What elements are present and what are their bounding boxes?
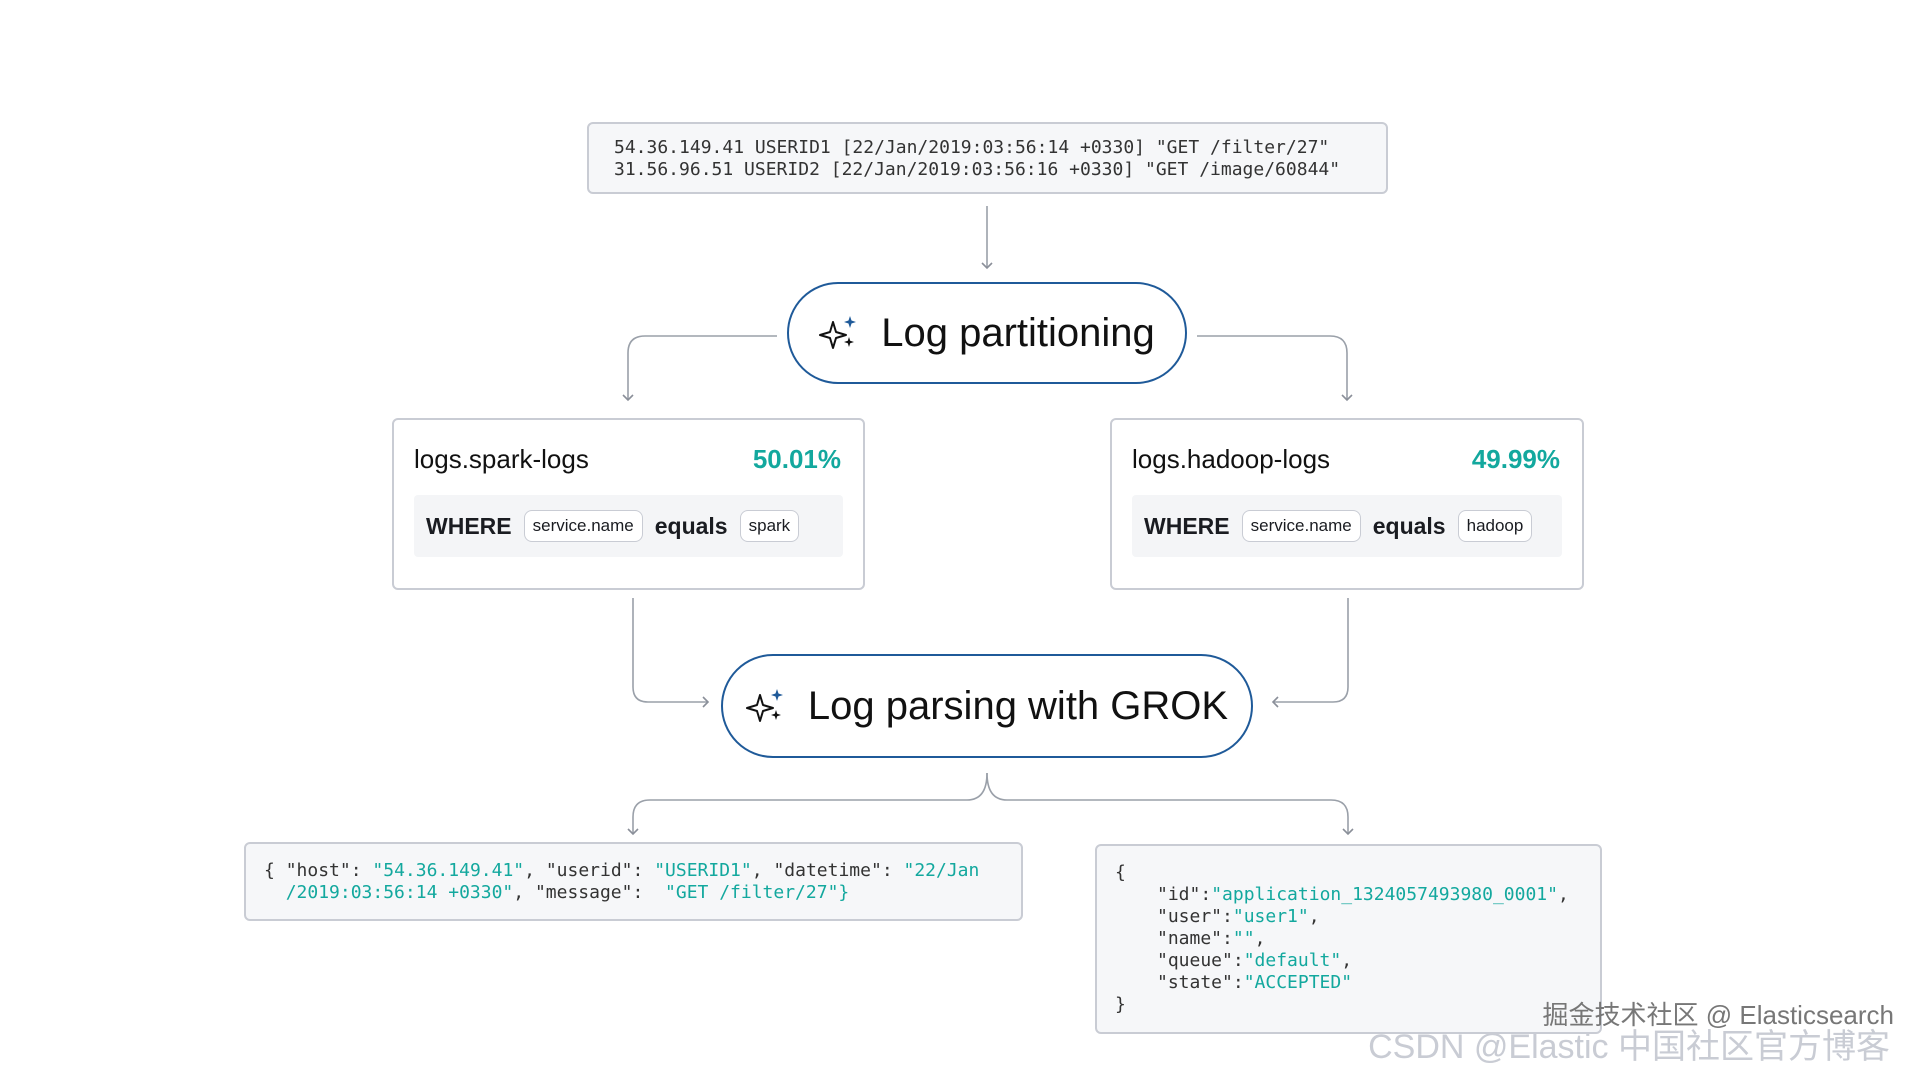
log-partitioning-label: Log partitioning xyxy=(881,310,1155,355)
json-value: /2019:03:56:14 +0330" xyxy=(285,882,514,903)
json-value: "USERID1" xyxy=(654,860,752,881)
watermark-juejin: 掘金技术社区 @ Elasticsearch xyxy=(1542,1000,1894,1030)
arrow-spark-to-parsing xyxy=(632,598,710,708)
json-field: "queue":"default", xyxy=(1157,950,1353,971)
code-line: /2019:03:56:14 +0330", "message": "GET /… xyxy=(264,882,1021,904)
indent xyxy=(264,882,286,903)
operator-label: equals xyxy=(1372,512,1446,539)
parsed-output-right: { "id":"application_1324057493980_0001",… xyxy=(1095,844,1602,1034)
json-field: "user":"user1", xyxy=(1157,906,1320,927)
where-keyword: WHERE xyxy=(426,512,512,539)
comma: , xyxy=(1557,884,1569,905)
field-chip: service.name xyxy=(1241,510,1361,542)
log-parsing-node: Log parsing with GROK xyxy=(721,654,1253,758)
arrow-parsing-to-left-output xyxy=(627,772,988,836)
json-key: "name" xyxy=(1157,928,1223,949)
partition-condition: WHERE service.name equals spark xyxy=(414,495,843,557)
stream-name: logs.hadoop-logs xyxy=(1132,444,1331,474)
json-key: "datetime" xyxy=(773,860,882,881)
json-key: "message" xyxy=(534,882,633,903)
arrow-partitioning-to-spark xyxy=(622,335,777,402)
sparkles-icon xyxy=(819,316,857,349)
arrow-hadoop-to-parsing xyxy=(1271,598,1349,708)
log-partitioning-node: Log partitioning xyxy=(787,282,1187,384)
value-chip: hadoop xyxy=(1457,510,1533,542)
raw-log-line: 31.56.96.51 USERID2 [22/Jan/2019:03:56:1… xyxy=(614,159,1341,180)
arrow-parsing-to-right-output xyxy=(986,772,1354,836)
punct: , xyxy=(513,882,535,903)
comma: , xyxy=(1308,906,1320,927)
value-chip: spark xyxy=(739,510,800,542)
sparkles-icon xyxy=(745,689,783,722)
json-field: "state":"ACCEPTED" xyxy=(1157,972,1353,993)
json-value: "ACCEPTED" xyxy=(1243,972,1353,993)
punct: , xyxy=(751,860,774,881)
brace: { xyxy=(1115,862,1126,883)
comma: , xyxy=(1341,950,1353,971)
json-field: "name":"", xyxy=(1157,928,1266,949)
partition-percent: 49.99% xyxy=(1471,444,1560,474)
punct: : xyxy=(632,882,666,903)
json-value: "22/Jan xyxy=(903,860,980,881)
partition-card-spark: logs.spark-logs 50.01% WHERE service.nam… xyxy=(392,418,865,590)
where-keyword: WHERE xyxy=(1144,512,1230,539)
json-key: "queue" xyxy=(1157,950,1233,971)
code-line: { "host": "54.36.149.41", "userid": "USE… xyxy=(264,860,1021,882)
json-field: "id":"application_1324057493980_0001", xyxy=(1157,884,1569,905)
json-key: "host" xyxy=(285,860,351,881)
punct: : xyxy=(881,860,904,881)
watermark-csdn: CSDN @Elastic 中国社区官方博客 xyxy=(1368,1028,1890,1066)
raw-log-line: 54.36.149.41 USERID1 [22/Jan/2019:03:56:… xyxy=(614,137,1330,158)
json-key: "state" xyxy=(1157,972,1233,993)
partition-card-hadoop: logs.hadoop-logs 49.99% WHERE service.na… xyxy=(1110,418,1584,590)
punct: : xyxy=(632,860,655,881)
punct: : xyxy=(350,860,373,881)
json-value: "54.36.149.41" xyxy=(372,860,525,881)
json-key: "user" xyxy=(1157,906,1223,927)
log-parsing-label: Log parsing with GROK xyxy=(807,683,1229,728)
json-value: "application_1324057493980_0001" xyxy=(1211,884,1558,905)
partition-condition: WHERE service.name equals hadoop xyxy=(1132,495,1562,557)
json-key: "userid" xyxy=(545,860,633,881)
field-chip: service.name xyxy=(523,510,643,542)
brace: } xyxy=(1115,994,1126,1015)
brace: { xyxy=(264,860,286,881)
operator-label: equals xyxy=(654,512,728,539)
json-value: "GET /filter/27"} xyxy=(665,882,850,903)
raw-log-box: 54.36.149.41 USERID1 [22/Jan/2019:03:56:… xyxy=(587,122,1388,194)
json-value: "user1" xyxy=(1232,906,1309,927)
json-value: "default" xyxy=(1243,950,1342,971)
json-key: "id" xyxy=(1157,884,1201,905)
arrow-partitioning-to-hadoop xyxy=(1197,335,1353,402)
punct: , xyxy=(524,860,546,881)
stream-name: logs.spark-logs xyxy=(414,444,589,474)
partition-percent: 50.01% xyxy=(752,444,841,474)
json-value: "" xyxy=(1232,928,1255,949)
parsed-output-left: { "host": "54.36.149.41", "userid": "USE… xyxy=(244,842,1023,921)
comma: , xyxy=(1254,928,1266,949)
